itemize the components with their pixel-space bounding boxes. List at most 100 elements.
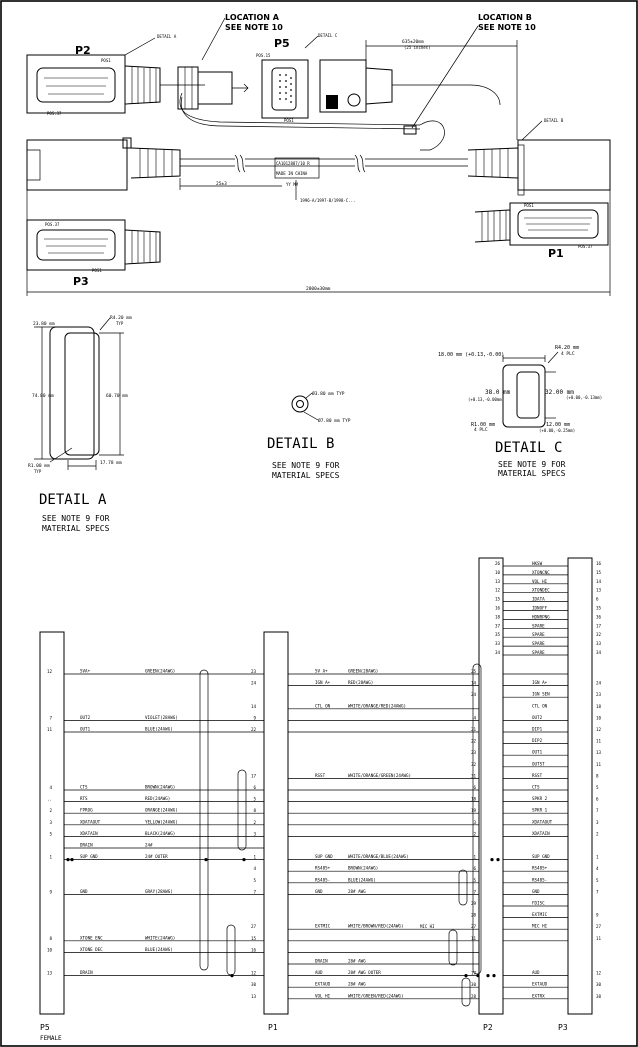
p5-label: P5 — [274, 37, 290, 50]
detail-a-dim-width: 23.80 mm — [33, 321, 55, 327]
p2-pin-number: 3 — [473, 820, 476, 825]
p2-pin-number: 28 — [471, 913, 477, 918]
p3-signal-label: RS485- — [532, 877, 547, 882]
detail-c-dim-r1: R1.00 mm — [471, 422, 495, 428]
wire-color-label: YELLOW(24AWG) — [145, 819, 178, 824]
wire-color-label: BLUE(24AWG) — [348, 877, 376, 882]
shield-outline — [448, 929, 458, 966]
cable-length-dim: 635±20mm — [402, 39, 424, 45]
p3-signal-label: OUT1 — [532, 750, 543, 755]
p3-pin-number: 7 — [596, 889, 599, 894]
p3-pin-number: 2 — [596, 831, 599, 836]
p5-pin-number: 7 — [49, 715, 52, 720]
p2-pin-number: 6 — [473, 785, 476, 790]
shield-outline — [461, 977, 471, 1007]
p3-pin-number: 16 — [596, 561, 602, 566]
splice-dot — [496, 858, 500, 862]
detail-a-dim-inner: 60.70 mm — [106, 393, 128, 399]
detail-c-dim-bottom-tol: (+0.00,-0.25mm) — [539, 428, 575, 433]
p2-pin-number: 24 — [471, 692, 477, 697]
p1-pin-number: 14 — [251, 704, 257, 709]
splice-dot — [486, 974, 490, 978]
p2-signal-label: SPARE — [532, 623, 545, 628]
p3-signal-label: SPKR 2 — [532, 796, 548, 801]
ferrite-location-a — [177, 66, 249, 110]
splice-dot — [476, 974, 480, 978]
p3-signal-label: FDISC — [532, 901, 545, 906]
p2-pin-number: 30 — [471, 982, 477, 987]
p3-signal-label: OUT2 — [532, 715, 543, 720]
p3-pin-number: 24 — [596, 681, 602, 686]
location-a-callout-1: LOCATION A — [225, 13, 280, 22]
p1-pin-number: 9 — [253, 715, 256, 720]
detail-a-dim-pitch: 17.78 mm — [100, 460, 122, 466]
p1-pin-number: 16 — [251, 947, 257, 952]
p1-pin-number: 22 — [251, 727, 257, 732]
detail-a-dim-radius: R4.20 mm — [110, 315, 132, 321]
p3-signal-label: SUP GND — [532, 854, 550, 859]
p3-signal-label: EXTRX — [532, 993, 545, 998]
cable-assembly-view: P2 POS1 POS.37 DETAIL A LOCATION A SEE N… — [26, 13, 611, 296]
p5-pin-number: .. — [47, 797, 52, 802]
p3-signal-label: OUTST — [532, 761, 545, 766]
schematic-p5-sublabel: FEMALE — [40, 1035, 62, 1042]
p1-pin-number: 13 — [251, 994, 257, 999]
p5-pin-number: 5 — [49, 831, 52, 836]
p5-signal-label: 5VA+ — [80, 669, 91, 674]
p1-pin-number: 7 — [253, 889, 256, 894]
p2-signal-label: XTONDEC — [532, 588, 550, 593]
tag-line-3: YY MM — [286, 182, 299, 187]
p3-pin-number: 27 — [596, 924, 602, 929]
p2-pin-number: 23 — [471, 750, 477, 755]
wire-color-label: GRAY(28AWG) — [145, 889, 173, 894]
wire-color-label: ORANGE(24AWG) — [145, 808, 178, 813]
p5-pin-number: 13 — [47, 971, 53, 976]
p1-label: P1 — [548, 247, 564, 260]
p3-pin-number: 35 — [596, 606, 602, 611]
p2-pin-number: 15 — [495, 597, 501, 602]
detail-c-dim-top: 18.00 mm (+0.13,-0.00) — [438, 352, 504, 358]
p2-pin-number: 29 — [471, 901, 477, 906]
p1-pin-number: 12 — [251, 971, 257, 976]
p2-signal-label: HKSW — [532, 561, 543, 566]
p3-pos1-label: POS1 — [92, 268, 102, 273]
p2-signal-label: SPARE — [532, 632, 545, 637]
p1-signal-label: RS485+ — [315, 866, 331, 871]
p5-pin-number: 3 — [49, 820, 52, 825]
p2-signal-label: SPARE — [532, 641, 545, 646]
wire-color-label: BROWN(24AWG) — [145, 785, 175, 790]
shield-outline — [226, 924, 236, 976]
p5-signal-label: OUT2 — [80, 715, 91, 720]
p2-pin-number: 14 — [471, 681, 477, 686]
wire-color-label: 28# AWG — [348, 889, 366, 894]
p3-pin-number: 13 — [596, 750, 602, 755]
p2-pin-number: 32 — [471, 762, 477, 767]
p5-pin-number: 2 — [49, 808, 52, 813]
p5-signal-label: XDATAOUT — [80, 819, 101, 824]
p1-connector — [474, 202, 609, 246]
p2-pin-number: 7 — [473, 889, 476, 894]
p2-pin-number: 5 — [473, 878, 476, 883]
p2-pin-number: 26 — [495, 561, 501, 566]
p5-pin-number: 10 — [47, 947, 53, 952]
p2-pin-number: 28 — [471, 994, 477, 999]
detail-a-dim-height: 74.80 mm — [32, 393, 54, 399]
p2-pin-number: 27 — [471, 924, 477, 929]
p1-pin-number: 5 — [253, 797, 256, 802]
p5-pin-number: 4 — [49, 785, 52, 790]
detail-c-dim-inner: 32.00 mm — [545, 389, 574, 396]
detail-c-title: DETAIL C — [495, 440, 562, 456]
wire-color-label: 28# AWG — [348, 982, 366, 987]
p5-backshell — [319, 59, 393, 113]
detail-c-ref: DETAIL C — [318, 33, 338, 38]
p5-signal-label: DRAIN — [80, 970, 93, 975]
p5-connector — [261, 59, 309, 119]
p3-pin-number: 18 — [596, 704, 602, 709]
p3-pin-number: 8 — [596, 773, 599, 778]
detail-a-note-1: SEE NOTE 9 FOR — [42, 514, 110, 523]
p2-pin-number: 33 — [495, 641, 501, 646]
detail-c-dim-bottom: 12.00 mm — [546, 422, 570, 428]
p3-schematic-block — [567, 557, 593, 1015]
p1-signal-label: CTL ON — [315, 703, 331, 708]
